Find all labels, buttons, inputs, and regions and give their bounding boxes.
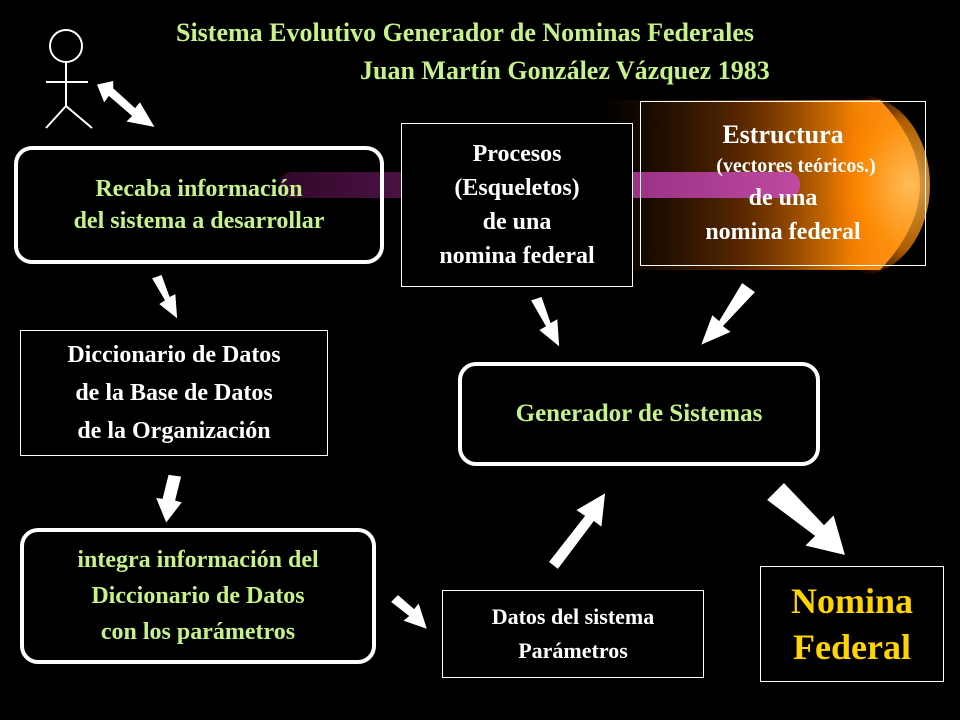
- arrow-integra-to-datos-icon: [388, 592, 430, 632]
- box-procesos-esqueletos: Procesos (Esqueletos) de una nomina fede…: [401, 123, 633, 287]
- nomina-line-2: Federal: [793, 627, 911, 667]
- title-line-2: Juan Martín González Vázquez 1983: [360, 56, 770, 85]
- datos-line-1: Datos del sistema: [491, 604, 655, 629]
- procesos-line-3: de una: [482, 209, 552, 235]
- box-integra-informacion: integra información del Diccionario de D…: [20, 528, 376, 664]
- nomina-line-1: Nomina: [790, 581, 913, 621]
- diccionario-line-2: de la Base de Datos: [75, 380, 273, 406]
- generador-label: Generador de Sistemas: [515, 400, 763, 427]
- estructura-line-2: (vectores teóricos.): [716, 154, 876, 177]
- box-estructura-vectores: Estructura (vectores teóricos.) de una n…: [640, 101, 926, 266]
- arrow-procesos-to-generador-icon: [528, 295, 561, 350]
- arrow-generador-to-nomina-icon: [764, 480, 848, 558]
- estructura-line-1: Estructura: [722, 119, 844, 149]
- double-arrow-actor-icon: [94, 79, 158, 130]
- recaba-line-2: del sistema a desarrollar: [73, 208, 325, 234]
- datos-line-2: Parámetros: [518, 638, 628, 663]
- integra-line-2: Diccionario de Datos: [91, 583, 305, 609]
- stick-figure-actor-icon: [45, 29, 93, 129]
- diccionario-line-3: de la Organización: [77, 418, 271, 444]
- recaba-line-1: Recaba información: [95, 176, 303, 202]
- box-recaba-informacion: Recaba información del sistema a desarro…: [14, 146, 384, 264]
- integra-line-1: integra información del: [77, 547, 319, 573]
- box-generador-de-sistemas: Generador de Sistemas: [458, 362, 820, 466]
- integra-line-3: con los parámetros: [100, 619, 296, 645]
- arrow-recaba-to-diccionario-icon: [149, 273, 179, 322]
- procesos-line-4: nomina federal: [439, 243, 595, 269]
- box-diccionario-de-datos: Diccionario de Datos de la Base de Datos…: [20, 330, 328, 456]
- estructura-line-3: de una: [748, 184, 818, 211]
- estructura-line-4: nomina federal: [705, 218, 861, 245]
- arrow-diccionario-to-integra-icon: [153, 473, 185, 526]
- diccionario-line-1: Diccionario de Datos: [67, 342, 281, 368]
- arrow-estructura-to-generador-icon: [698, 280, 758, 348]
- box-datos-del-sistema: Datos del sistema Parámetros: [442, 590, 704, 678]
- arrow-datos-to-generador-icon: [546, 490, 607, 572]
- procesos-line-1: Procesos: [472, 141, 562, 167]
- title-line-1: Sistema Evolutivo Generador de Nominas F…: [176, 18, 754, 47]
- box-nomina-federal-output: Nomina Federal: [760, 566, 944, 682]
- procesos-line-2: (Esqueletos): [454, 175, 580, 201]
